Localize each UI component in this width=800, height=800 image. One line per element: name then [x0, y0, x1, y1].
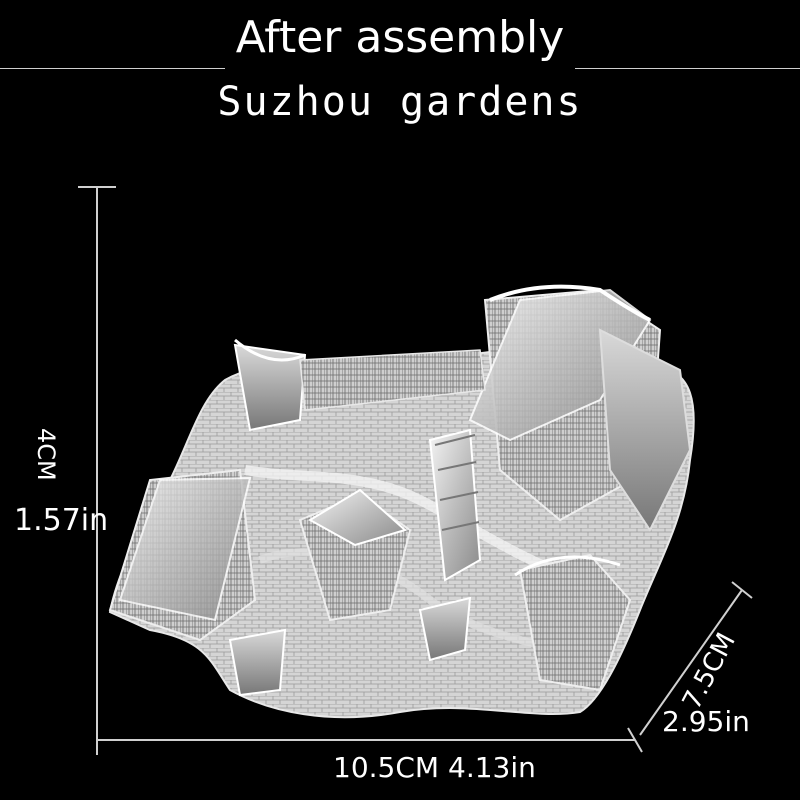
depth-dimension-line — [639, 581, 753, 736]
main-hall — [468, 284, 692, 532]
small-kiosk — [228, 596, 472, 697]
left-hall — [108, 468, 257, 642]
width-cm-label: 10.5CM — [333, 751, 440, 784]
depth-in-label: 2.95in — [662, 705, 750, 738]
height-in-label: 1.57in — [14, 503, 109, 538]
center-pavilion — [298, 488, 412, 622]
title-rule-right — [575, 68, 800, 69]
top-left-pavilion — [233, 338, 486, 432]
bridge — [428, 428, 482, 582]
width-dimension-line — [96, 725, 643, 755]
width-in-label: 4.13in — [448, 751, 536, 784]
page-subtitle: Suzhou gardens — [217, 79, 583, 125]
height-cm-label: 4CM — [32, 428, 60, 481]
bottom-right-pavilion — [514, 553, 632, 692]
title-rule-left — [0, 68, 225, 69]
page-title: After assembly — [235, 12, 565, 63]
height-dimension-line — [78, 186, 116, 752]
